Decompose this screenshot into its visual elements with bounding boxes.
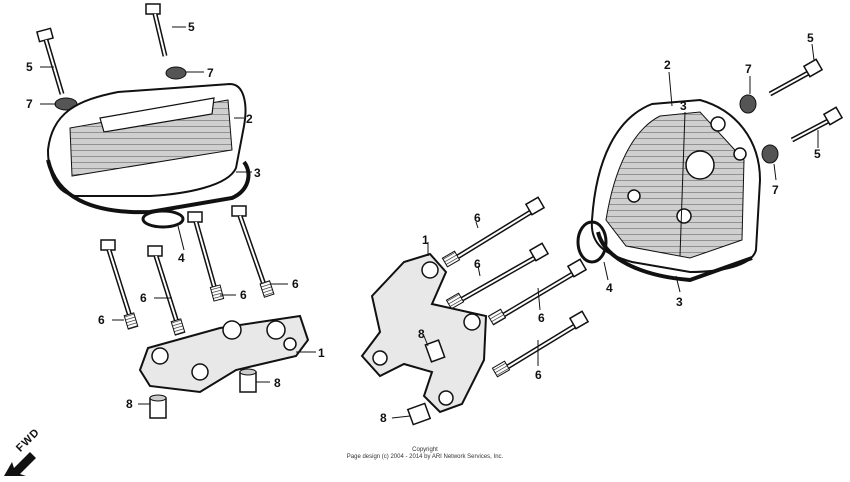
right-stud-1	[441, 196, 546, 268]
right-stud-2	[445, 242, 550, 310]
right-stud-4	[491, 310, 590, 378]
right-rocker-holder	[360, 252, 488, 414]
left-cover-gasket	[46, 159, 251, 215]
right-oring	[576, 220, 608, 264]
callout-right-washer-b: 7	[772, 183, 779, 197]
right-cover-bolt-b	[790, 106, 844, 143]
callout-left-oring: 4	[178, 251, 185, 265]
callout-left-gasket: 3	[254, 166, 261, 180]
callout-right-bolt-b: 5	[814, 147, 821, 161]
left-cover-bolt-a	[36, 27, 65, 95]
callout-right-gasket-lower: 3	[676, 295, 683, 309]
right-washer-b	[761, 144, 779, 164]
callout-left-stud-2: 6	[140, 291, 147, 305]
right-cover-bolt-a	[768, 58, 824, 97]
callout-left-bolt-b: 5	[188, 20, 195, 34]
callout-right-stud-2: 6	[474, 257, 481, 271]
right-cover-gasket	[596, 231, 753, 283]
callout-left-holder: 1	[318, 346, 325, 360]
left-cover-bolt-b	[145, 3, 168, 57]
left-head-cover	[46, 82, 247, 197]
callout-left-stud-1: 6	[98, 313, 105, 327]
left-dowel-b	[149, 394, 167, 419]
right-dowel-a	[424, 339, 446, 363]
left-stud-2	[147, 245, 186, 336]
callout-right-dowel-b: 8	[380, 411, 387, 425]
callout-left-stud-4: 6	[292, 277, 299, 291]
forward-arrow-icon	[4, 452, 36, 476]
left-dowel-a	[239, 368, 257, 393]
callout-left-stud-3: 6	[240, 288, 247, 302]
callout-right-holder: 1	[422, 233, 429, 247]
callout-right-stud-3: 6	[538, 311, 545, 325]
left-stud-3	[187, 211, 225, 302]
callout-right-stud-4: 6	[535, 368, 542, 382]
callout-left-cover: 2	[246, 112, 253, 126]
callout-right-stud-1: 6	[474, 211, 481, 225]
callout-right-gasket: 3	[680, 99, 687, 113]
copyright-line: Copyright	[412, 447, 438, 453]
callout-right-dowel-a: 8	[418, 327, 425, 341]
callout-right-cover: 2	[664, 58, 671, 72]
left-rocker-holder	[138, 314, 310, 394]
callout-left-dowel-a: 8	[274, 376, 281, 390]
left-stud-4	[231, 205, 275, 298]
right-stud-3	[487, 258, 588, 326]
copyright-notice: Page design (c) 2004 - 2014 by ARI Netwo…	[346, 454, 504, 460]
left-stud-1	[100, 239, 139, 330]
left-washer-b	[165, 66, 187, 80]
callout-left-washer-a: 7	[26, 97, 33, 111]
left-oring	[141, 209, 185, 229]
callout-right-bolt-a: 5	[807, 31, 814, 45]
right-washer-a	[739, 94, 757, 114]
right-head-cover	[590, 98, 762, 274]
leader-lines	[40, 26, 819, 419]
right-dowel-b	[406, 402, 432, 426]
callout-left-washer-b: 7	[207, 66, 214, 80]
callout-left-bolt-a: 5	[26, 60, 33, 74]
callout-right-washer-a: 7	[745, 62, 752, 76]
callout-left-dowel-b: 8	[126, 397, 133, 411]
callout-right-oring: 4	[606, 281, 613, 295]
